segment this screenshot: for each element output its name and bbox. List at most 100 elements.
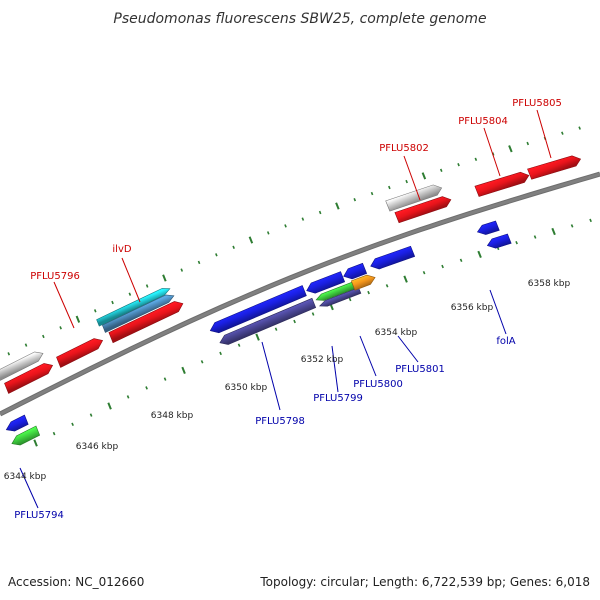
inner-tick <box>107 402 112 410</box>
outer-tick <box>197 260 201 265</box>
gene-feature-reverse <box>343 262 368 280</box>
callout-leader <box>397 335 419 363</box>
inner-tick <box>515 240 518 245</box>
outer-tick <box>405 179 408 184</box>
gene-feature-reverse <box>350 274 376 291</box>
outer-tick <box>93 309 97 313</box>
gene-feature-forward <box>474 171 530 197</box>
inner-tick <box>89 413 93 417</box>
inner-tick <box>477 250 482 258</box>
inner-tick <box>348 297 352 302</box>
callout-leader <box>19 467 39 509</box>
outer-tick <box>248 236 254 244</box>
outer-tick <box>42 334 45 339</box>
outer-tick <box>474 157 478 161</box>
outer-tick <box>128 292 132 296</box>
accession-label: Accession: NC_012660 <box>8 575 144 589</box>
outer-tick <box>162 274 167 282</box>
outer-tick <box>439 168 443 172</box>
callout-leader <box>489 289 507 335</box>
gene-label: PFLU5805 <box>512 98 562 109</box>
inner-tick <box>71 422 74 427</box>
genome-backbone <box>0 171 600 417</box>
outer-tick <box>578 126 581 130</box>
outer-tick <box>24 343 28 347</box>
scale-label: 6350 kbp <box>225 383 268 393</box>
gene-label: PFLU5801 <box>395 364 445 375</box>
gene-label: PFLU5796 <box>30 271 80 282</box>
outer-tick <box>7 352 11 356</box>
gene-feature-forward <box>385 184 443 212</box>
gene-feature-forward <box>96 288 171 327</box>
gene-feature-forward <box>0 351 44 381</box>
inner-tick <box>237 343 241 347</box>
callout-leader <box>536 109 552 159</box>
outer-tick <box>335 202 340 210</box>
inner-tick <box>441 264 444 269</box>
outer-tick <box>457 163 460 167</box>
scale-label: 6358 kbp <box>528 279 571 289</box>
scale-label: 6348 kbp <box>151 411 194 421</box>
inner-tick <box>459 258 463 263</box>
gene-label: PFLU5802 <box>379 143 429 154</box>
gene-feature-reverse <box>209 285 307 334</box>
scale-label: 6352 kbp <box>301 355 344 365</box>
outer-tick <box>59 326 62 330</box>
gene-label: PFLU5799 <box>313 393 363 404</box>
genome-summary: Topology: circular; Length: 6,722,539 bp… <box>259 575 590 589</box>
gene-feature-reverse <box>486 233 512 249</box>
outer-tick <box>284 224 287 228</box>
outer-tick <box>318 210 322 215</box>
inner-tick <box>570 224 574 228</box>
gene-label: PFLU5794 <box>14 510 64 521</box>
gene-feature-forward <box>102 294 175 333</box>
outer-tick <box>145 284 149 288</box>
gene-callouts: PFLU5796ilvDPFLU5802PFLU5804PFLU5805PFLU… <box>14 98 562 521</box>
inner-tick <box>145 386 148 390</box>
outer-tick <box>370 191 374 196</box>
outer-tick <box>301 217 305 221</box>
tick-marks <box>7 126 592 447</box>
gene-label: PFLU5800 <box>353 379 403 390</box>
gene-label: PFLU5804 <box>458 116 508 127</box>
outer-tick <box>266 231 270 235</box>
gene-feature-reverse <box>5 414 29 432</box>
gene-feature-forward <box>527 155 582 180</box>
callout-leader <box>403 155 421 201</box>
gene-feature-forward <box>56 338 104 368</box>
gene-feature-forward <box>4 363 54 394</box>
inner-tick <box>181 366 186 374</box>
scale-label: 6354 kbp <box>375 328 418 338</box>
gene-feature-forward <box>394 196 452 224</box>
outer-tick <box>180 268 184 272</box>
scale-label: 6356 kbp <box>451 303 494 313</box>
inner-tick <box>274 327 278 331</box>
callout-leader <box>261 341 281 411</box>
gene-label: folA <box>496 336 515 347</box>
callout-leader <box>483 127 501 177</box>
outer-tick <box>75 315 81 323</box>
outer-tick <box>388 185 391 190</box>
outer-tick <box>421 172 427 180</box>
outer-tick <box>111 300 114 305</box>
inner-tick <box>219 351 222 356</box>
scale-label: 6344 kbp <box>4 472 47 482</box>
gene-feature-forward <box>108 301 184 344</box>
inner-tick <box>367 290 370 295</box>
backbone-line <box>0 172 600 416</box>
gene-feature-reverse <box>219 297 317 345</box>
gene-features <box>0 155 582 446</box>
callout-leader <box>121 257 141 303</box>
gene-feature-reverse <box>11 425 41 446</box>
outer-tick <box>508 145 513 153</box>
inner-tick <box>385 284 389 288</box>
inner-tick <box>293 319 296 324</box>
inner-tick <box>163 377 167 381</box>
inner-tick <box>589 218 592 223</box>
inner-tick <box>533 235 537 239</box>
inner-tick <box>551 227 556 236</box>
callout-leader <box>359 335 377 377</box>
gene-feature-reverse <box>306 271 346 294</box>
